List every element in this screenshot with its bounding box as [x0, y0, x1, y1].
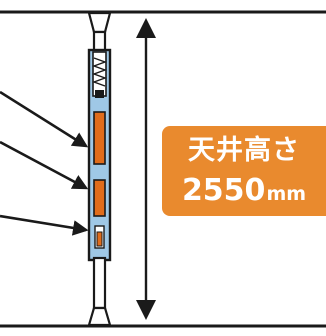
spring-base [95, 90, 104, 98]
pole-component-middle [93, 179, 106, 217]
ceiling-height-badge: 天井高さ 2550mm [162, 126, 326, 216]
tension-pole [87, 11, 112, 327]
pointer-arrow-3 [0, 214, 89, 236]
ceiling-height-label: 天井高さ [188, 135, 300, 166]
pointer-arrow-2 [0, 140, 89, 190]
pole-bottom-cap [87, 306, 112, 327]
spring-coil [91, 57, 108, 87]
ceiling-height-number: 2550 [181, 173, 266, 208]
ceiling-height-value: 2550mm [162, 174, 326, 212]
pointer-arrow-1 [0, 90, 89, 148]
dimension-arrowhead-bottom [136, 300, 156, 320]
pole-component-upper [93, 111, 106, 165]
pole-component-lower [96, 231, 103, 247]
pole-top-cap [87, 11, 112, 34]
pole-lower-rod [92, 256, 107, 310]
dimension-arrowhead-top [136, 18, 156, 38]
ceiling-height-unit: mm [266, 183, 307, 205]
height-dimension-arrow [136, 18, 156, 320]
